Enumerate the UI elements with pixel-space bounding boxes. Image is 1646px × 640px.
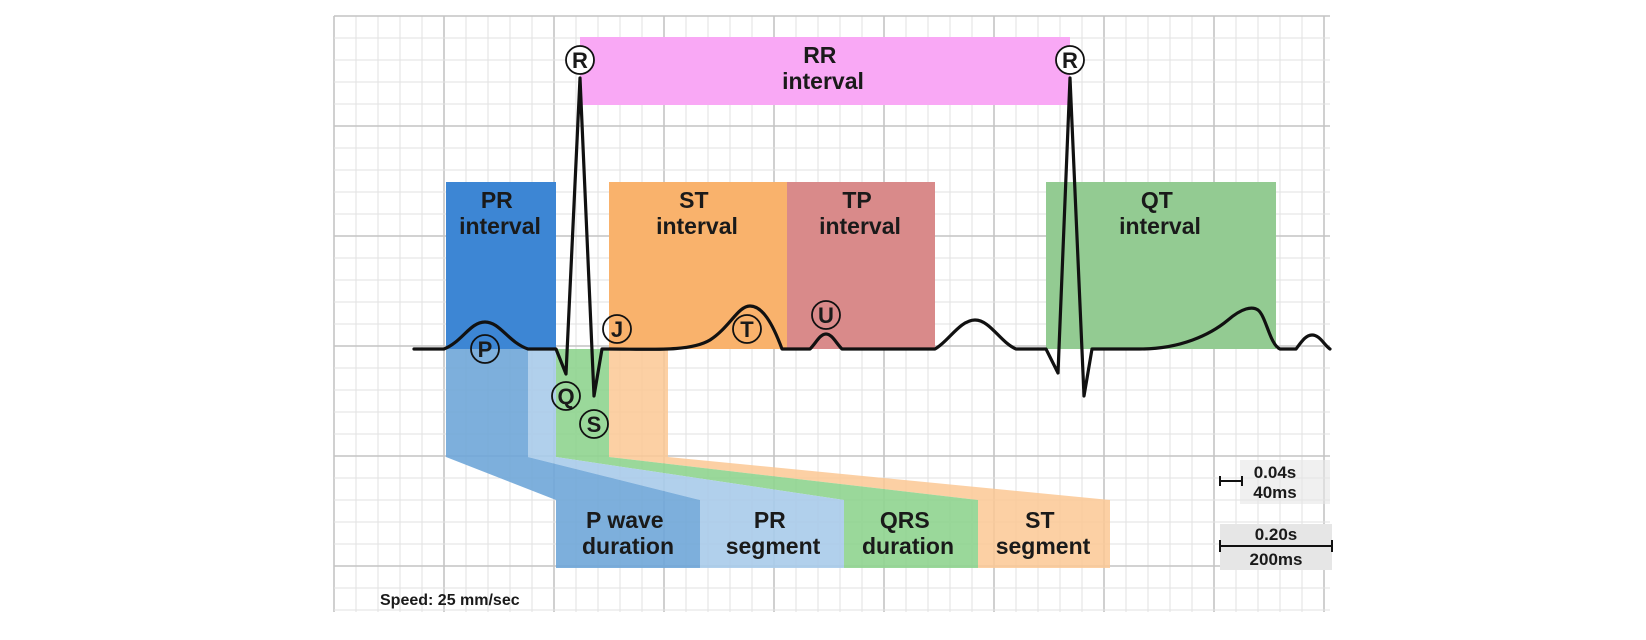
p-wave-duration-label: P wave duration <box>582 507 674 559</box>
st-segment-funnel <box>609 349 1110 568</box>
qt-interval-label: QT interval <box>1119 187 1201 239</box>
svg-text:40ms: 40ms <box>1253 483 1296 502</box>
tp-interval-block <box>787 182 935 349</box>
pr-segment-funnel <box>528 349 844 568</box>
svg-text:S: S <box>587 412 602 437</box>
wave-label-q: Q <box>551 381 581 411</box>
svg-text:200ms: 200ms <box>1250 550 1303 569</box>
rr-interval-label: RR interval <box>782 42 864 94</box>
wave-label-p: P <box>470 334 500 364</box>
rr-interval-block <box>580 37 1070 105</box>
wave-label-s: S <box>579 409 609 439</box>
tp-interval-label: TP interval <box>819 187 901 239</box>
wave-label-j: J <box>602 314 632 344</box>
st-segment-label: ST segment <box>996 507 1091 559</box>
qrs-duration-label: QRS duration <box>862 507 954 559</box>
ecg-trace <box>412 76 1332 398</box>
small-box-scale: 0.04s 40ms <box>1219 460 1330 504</box>
p-wave-duration-funnel <box>446 349 700 568</box>
svg-text:U: U <box>818 303 834 328</box>
wave-label-r2: R <box>1055 45 1085 75</box>
svg-text:0.04s: 0.04s <box>1254 463 1297 482</box>
wave-label-u: U <box>811 300 841 330</box>
pr-segment-label: PR segment <box>726 507 821 559</box>
st-interval-block <box>609 182 787 349</box>
svg-text:T: T <box>740 317 754 342</box>
paper-speed-label: Speed: 25 mm/sec <box>380 592 520 609</box>
pr-interval-block <box>446 182 556 349</box>
qrs-duration-funnel <box>556 349 978 568</box>
st-interval-label: ST interval <box>656 187 738 239</box>
svg-text:R: R <box>572 48 588 73</box>
wave-label-r1: R <box>565 45 595 75</box>
svg-text:P: P <box>478 337 493 362</box>
svg-text:Q: Q <box>557 384 574 409</box>
svg-text:J: J <box>611 317 623 342</box>
large-box-scale: 0.20s 200ms <box>1219 524 1333 570</box>
qt-interval-block <box>1046 182 1276 349</box>
svg-text:R: R <box>1062 48 1078 73</box>
pr-interval-label: PR interval <box>459 187 541 239</box>
wave-label-t: T <box>732 314 762 344</box>
svg-text:0.20s: 0.20s <box>1255 525 1298 544</box>
